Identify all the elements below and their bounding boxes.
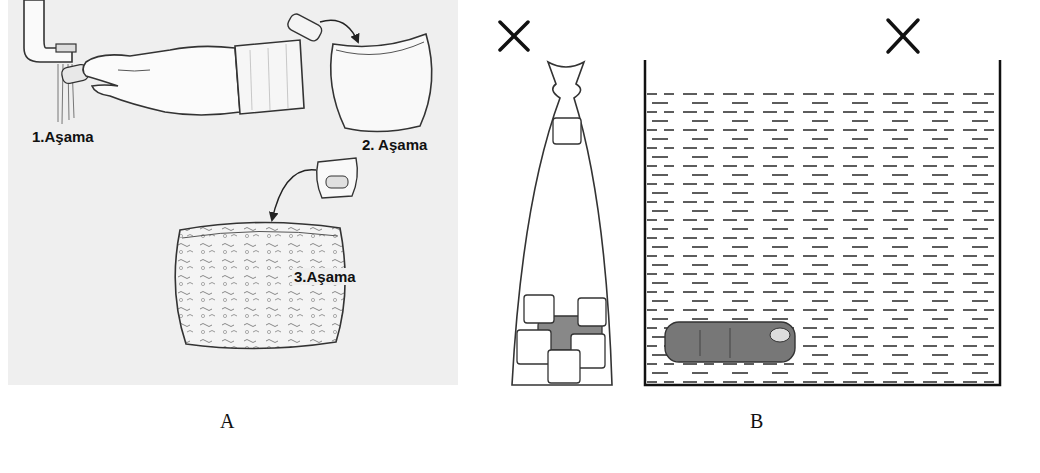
step-label: 3.Aşama <box>292 268 358 285</box>
wrong-cross-mark <box>500 22 528 50</box>
wrong-cross-mark <box>888 20 918 52</box>
ice-bag-wrong <box>512 62 612 385</box>
tap-and-hand <box>24 0 304 124</box>
panel-letter: B <box>748 410 765 433</box>
step-label: 1.Aşama <box>30 128 96 145</box>
panel-background <box>8 0 458 385</box>
ice-bag-step-3 <box>175 158 357 349</box>
bag-step-2 <box>286 12 432 132</box>
step-label: 2. Aşama <box>360 136 429 153</box>
water-container <box>645 60 1000 385</box>
panel-letter: A <box>218 410 236 433</box>
